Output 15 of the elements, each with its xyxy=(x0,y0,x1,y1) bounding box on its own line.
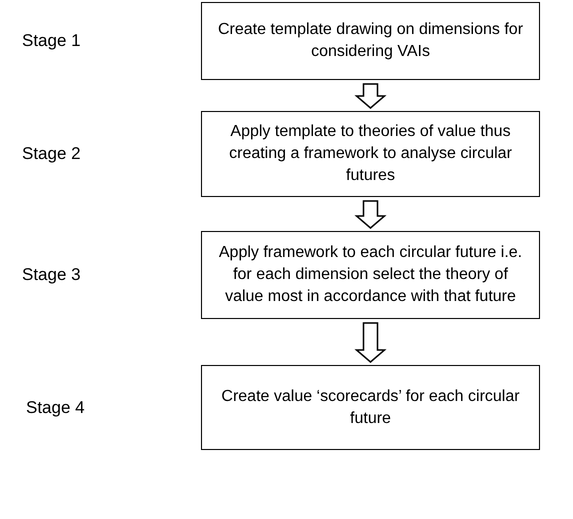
stage-label: Stage 2 xyxy=(22,143,81,165)
hollow-arrow xyxy=(354,322,387,363)
step-text: Create template drawing on dimensions for considering VAIs xyxy=(216,20,524,62)
stage-label: Stage 3 xyxy=(22,264,81,286)
hollow-arrow xyxy=(354,200,387,229)
stage-label: Stage 1 xyxy=(22,30,81,52)
process-box xyxy=(201,111,540,197)
step-text: Apply framework to each circular future i.e. for each dimension select the theory of value most in accordance with that future xyxy=(218,243,524,307)
step-text: Apply template to theories of value thus creating a framework to analyse circular futures xyxy=(228,122,513,186)
stage-label: Stage 4 xyxy=(26,396,85,418)
step-text: Create value ‘scorecards’ for each circular future xyxy=(220,386,521,428)
process-box xyxy=(201,365,540,450)
hollow-arrow xyxy=(354,83,387,109)
process-box xyxy=(201,231,540,319)
process-box xyxy=(201,2,540,80)
